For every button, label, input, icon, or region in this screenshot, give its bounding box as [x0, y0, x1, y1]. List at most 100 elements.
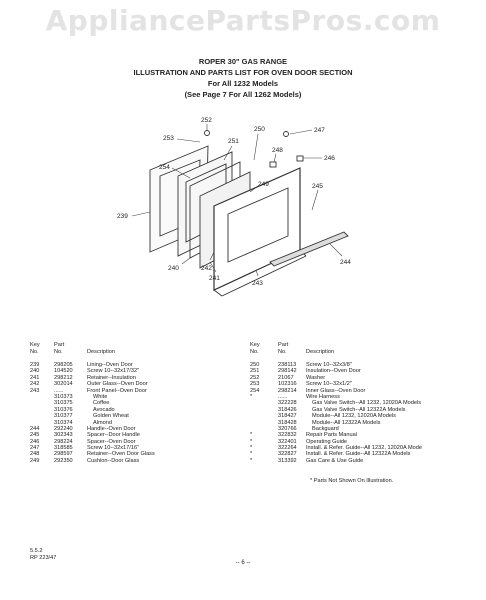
table-row: 243......Front Panel--Oven Door	[30, 388, 240, 394]
part-description: Module--All 1232, 12020A Models	[312, 413, 396, 420]
header-line-2: ILLUSTRATION AND PARTS LIST FOR OVEN DOO…	[133, 68, 353, 77]
part-description: Operating Guide	[306, 438, 348, 445]
col-description: Description	[306, 349, 334, 355]
part-number: 298205	[54, 362, 73, 368]
leader-247	[289, 129, 313, 135]
part-description: Screw 10--32x1/2"	[306, 381, 352, 388]
document-code-line-2: RP 223/47	[30, 555, 57, 561]
leader-241	[209, 261, 217, 273]
part-key-number: 242	[30, 381, 40, 388]
part-key-number: *	[250, 451, 253, 458]
page-header: ROPER 30" GAS RANGE ILLUSTRATION AND PAR…	[0, 56, 486, 100]
part-description: Spacer--Oven Door	[87, 438, 136, 445]
part-description: Retainer--Insulation	[87, 374, 136, 381]
leader-240	[181, 257, 191, 265]
part-description: Screw 10--32x17/32"	[87, 368, 140, 375]
part-key-number: 251	[250, 368, 260, 375]
part-key-number: *	[250, 445, 253, 452]
part-description: Outer Glass--Oven Door	[87, 381, 148, 388]
part-key-number: 254	[250, 387, 260, 394]
leader-244	[329, 243, 343, 257]
col-key-no: No.	[250, 349, 259, 355]
part-key-number: 243	[30, 387, 40, 394]
col-key: Key	[250, 342, 260, 348]
front-panel-edge-2	[221, 255, 307, 297]
part-number: 322401	[278, 438, 297, 445]
table-row: 310376 Avocado	[30, 407, 240, 413]
page-number: -- 6 --	[235, 560, 251, 566]
front-panel-edge	[213, 289, 223, 297]
part-key-number: 253	[250, 381, 260, 388]
part-number: 302014	[54, 381, 73, 388]
part-number: ......	[278, 393, 288, 400]
part-number: 310376	[54, 406, 73, 413]
part-description: Washer	[306, 374, 326, 381]
col-part-no: No.	[278, 349, 287, 355]
footnote-not-shown: * Parts Not Shown On Illustration.	[310, 478, 394, 484]
parts-list-left-header: Key No. Part No. Description	[30, 342, 240, 362]
part-description: Repair Parts Manual	[306, 432, 357, 439]
document-code: 5.5.2 RP 223/47	[30, 548, 56, 562]
callout-252: 252	[201, 117, 212, 124]
col-key-no: No.	[30, 349, 39, 355]
part-number: 318426	[278, 406, 297, 413]
part-key-number: 241	[30, 374, 40, 381]
part-description: Avocado	[93, 406, 115, 413]
front-panel-window	[227, 187, 289, 263]
part-number: 292350	[54, 457, 73, 464]
part-description: Insulation--Oven Door	[306, 368, 361, 375]
header-line-3: For All 1232 Models	[207, 79, 279, 88]
part-number: 238113	[278, 362, 297, 368]
part-description: Gas Care & Use Guide	[306, 457, 364, 464]
part-key-number: 247	[30, 445, 40, 452]
leader-250	[253, 133, 259, 161]
part-number: 302343	[54, 432, 73, 439]
part-number: 322832	[278, 432, 297, 439]
part-number: 298142	[278, 368, 297, 375]
part-key-number: 249	[30, 457, 40, 464]
callout-251: 251	[228, 138, 239, 145]
part-description: Spacer--Door Handle	[87, 432, 140, 439]
callout-253: 253	[163, 135, 174, 142]
leader-248	[273, 153, 277, 163]
part-number: 320766	[278, 425, 297, 432]
washer-252-shape	[204, 130, 210, 136]
part-description: Coffee	[93, 400, 110, 407]
part-description: White	[93, 393, 108, 400]
part-key-number: 246	[30, 438, 40, 445]
callout-239: 239	[117, 213, 128, 220]
part-description: Golden Wheat	[93, 413, 129, 420]
part-key-number: *	[250, 393, 253, 400]
callout-248: 248	[272, 147, 283, 154]
part-description: Install. & Refer. Guide--All 1232, 12020…	[306, 445, 422, 452]
part-key-number: *	[250, 432, 253, 439]
table-row: 251 298142 Insulation--Oven Door	[250, 368, 480, 374]
part-description: Retainer--Oven Door Glass	[87, 451, 155, 458]
header-line-1: ROPER 30" GAS RANGE	[198, 57, 288, 66]
col-part-no: No.	[54, 349, 63, 355]
part-number: ......	[54, 387, 64, 394]
part-key-number: *	[250, 438, 253, 445]
leader-253	[176, 138, 201, 143]
part-key-number: 239	[30, 362, 40, 368]
part-description: Cushion--Door Glass	[87, 457, 140, 464]
table-row: * 322832 Repair Parts Manual	[250, 432, 480, 438]
part-number: 21067	[278, 374, 294, 381]
